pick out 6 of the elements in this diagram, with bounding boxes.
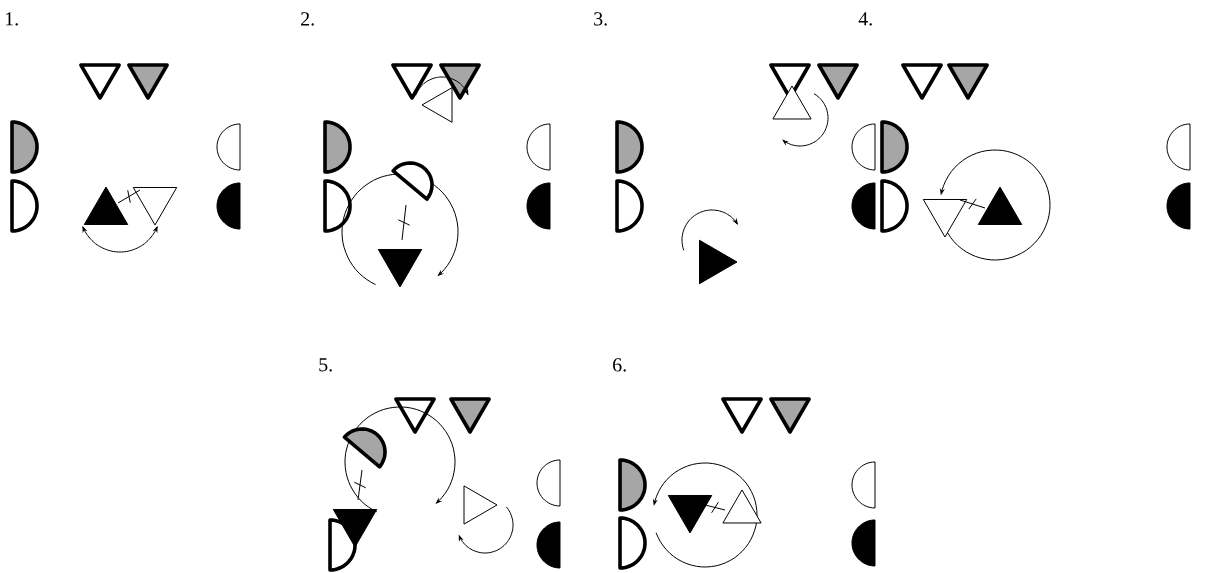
panel-number: 3.	[594, 12, 607, 26]
panel-number: 1.	[5, 12, 18, 26]
panel-number: 2.	[301, 12, 314, 26]
panel-number: 5.	[319, 358, 332, 372]
panel-number: 6.	[613, 358, 626, 372]
panel-number: 4.	[858, 12, 872, 26]
